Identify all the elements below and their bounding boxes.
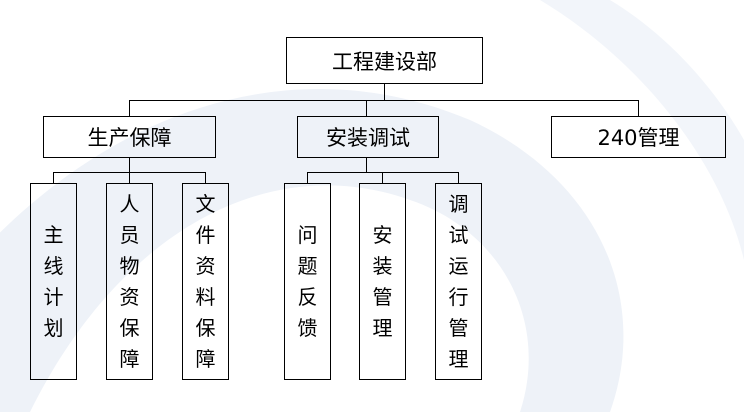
node-document-support: 文件资料保障 [182,183,229,380]
node-label: 主线计划 [43,222,64,340]
node-personnel-materials: 人员物资保障 [106,183,153,380]
node-mainline-plan: 主线计划 [30,183,77,380]
node-label: 问题反馈 [297,222,318,340]
node-label: 生产保障 [87,126,172,150]
node-label: 安装调试 [326,126,410,150]
node-240-management: 240管理 [551,116,726,158]
node-label: 人员物资保障 [119,191,140,371]
node-root: 工程建设部 [286,37,483,84]
node-label: 文件资料保障 [195,191,216,371]
node-installation-management: 安装管理 [359,183,406,380]
node-label: 工程建设部 [332,49,437,74]
watermark-shape [0,89,624,412]
watermark-shape [540,0,744,260]
node-label: 240管理 [597,126,680,150]
node-label: 调试运行管理 [448,191,469,371]
node-production-support: 生产保障 [43,116,216,158]
node-commissioning-management: 调试运行管理 [435,183,482,380]
node-installation-commissioning: 安装调试 [297,116,439,158]
node-label: 安装管理 [372,222,393,340]
node-issue-feedback: 问题反馈 [284,183,331,380]
